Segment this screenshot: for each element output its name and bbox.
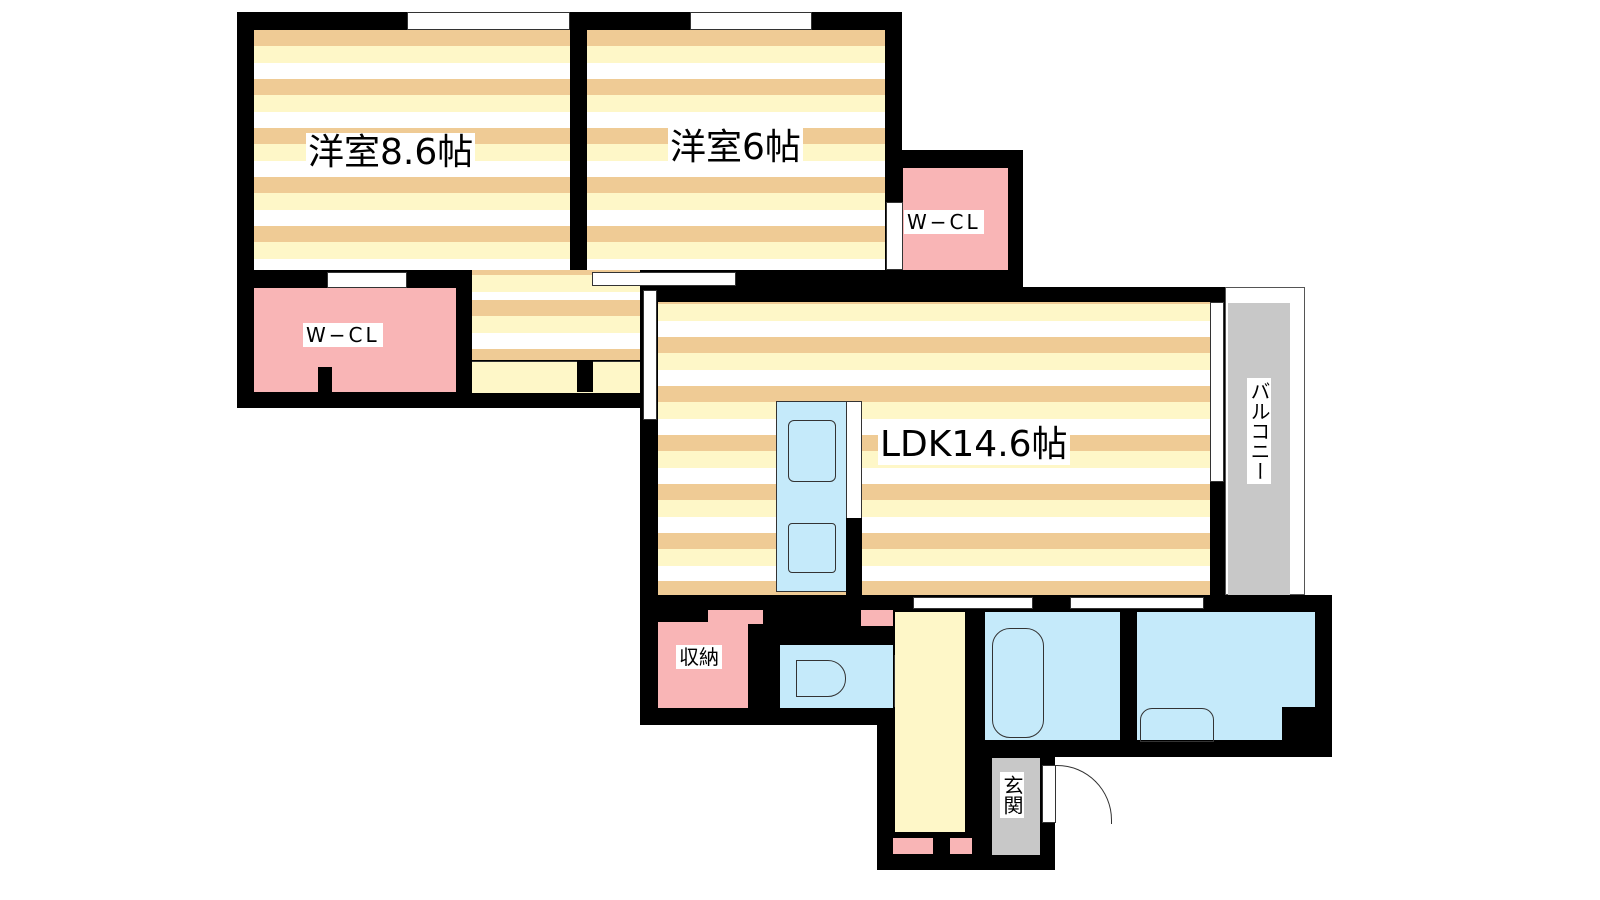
bathtub-icon — [992, 628, 1044, 738]
shoe-box-2 — [950, 838, 972, 854]
entrance-label: 玄関 — [1000, 772, 1024, 818]
door-wcl1[interactable] — [327, 272, 407, 288]
door-wcl2[interactable] — [886, 202, 903, 270]
window-ldk-south-2[interactable] — [1070, 597, 1204, 609]
washroom-corner — [1282, 707, 1315, 742]
wcl1-label: W−CL — [303, 323, 383, 347]
corridor-storage — [472, 361, 640, 393]
stove-icon — [788, 523, 836, 573]
shoe-box-1 — [893, 838, 933, 854]
kitchen-wall-dark — [846, 518, 862, 598]
corridor-post — [577, 360, 593, 392]
storage-upper — [708, 610, 763, 624]
window-ldk-south-1[interactable] — [913, 597, 1033, 609]
ldk-label: LDK14.6帖 — [878, 424, 1070, 465]
window-bedroom1[interactable] — [407, 12, 570, 30]
door-ldk[interactable] — [643, 290, 657, 420]
bedroom1-label: 洋室8.6帖 — [306, 132, 476, 173]
sink-icon — [788, 420, 836, 482]
hallway — [895, 612, 965, 832]
washbasin-icon — [1140, 708, 1214, 742]
storage-label: 収納 — [676, 645, 722, 669]
bedroom2-label: 洋室6帖 — [668, 127, 803, 168]
toilet-icon — [796, 660, 846, 697]
pantry — [861, 610, 893, 626]
wcl1-post — [318, 367, 332, 393]
window-ldk-balcony[interactable] — [1210, 302, 1224, 482]
front-door-swing — [1056, 765, 1112, 824]
window-bedroom2[interactable] — [690, 12, 812, 30]
door-bedroom2[interactable] — [592, 272, 736, 286]
front-door[interactable] — [1042, 765, 1056, 823]
wcl2-label: W−CL — [904, 210, 984, 234]
balcony-label: バルコニー — [1247, 378, 1271, 484]
